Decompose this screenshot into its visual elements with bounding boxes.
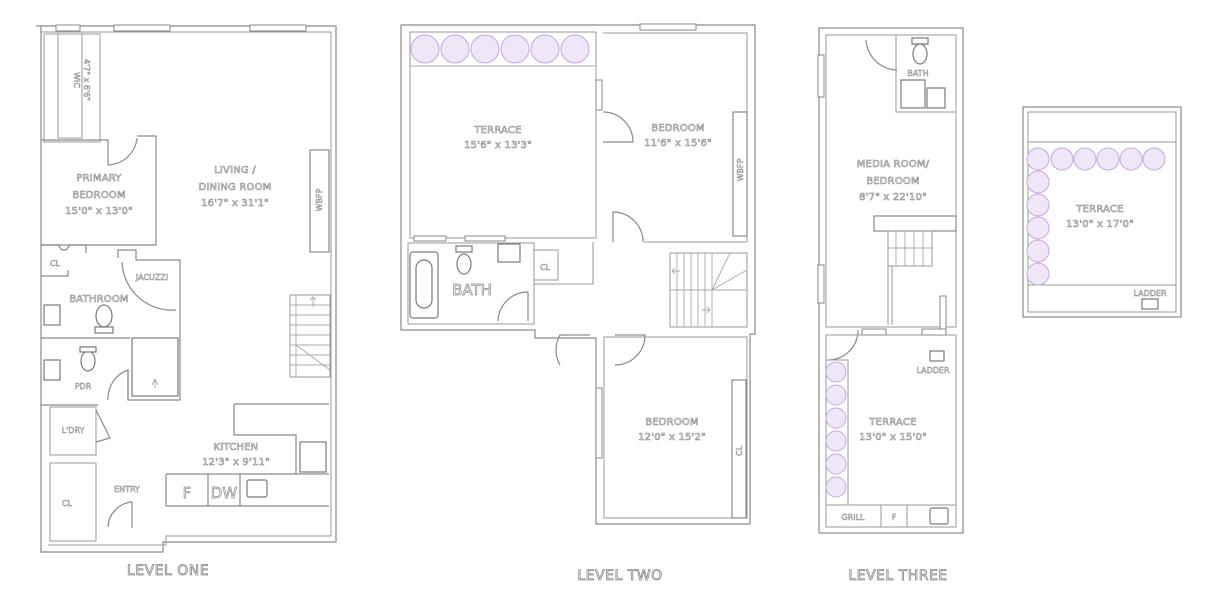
living-label-1: LIVING / bbox=[214, 165, 256, 176]
wbfp-l2-label: WBFP bbox=[736, 158, 745, 181]
grill-label: GRILL bbox=[841, 513, 865, 522]
bedroom-b-dims: 12'0" x 15'2" bbox=[638, 432, 706, 443]
level-two-plan: TERRACE 15'6" x 13'3" BEDROOM 11'6" x 15… bbox=[400, 23, 756, 584]
kitchen-label: KITCHEN bbox=[214, 442, 259, 453]
media-dims: 8'7" x 22'10" bbox=[859, 192, 927, 203]
wbfp-label: WBFP bbox=[315, 188, 324, 211]
closet-b-label: CL bbox=[735, 445, 744, 456]
terrace-l3-label: TERRACE bbox=[868, 417, 916, 428]
roof-terrace-dims: 13'0" x 17'0" bbox=[1066, 219, 1134, 230]
bath-l2-label: BATH bbox=[452, 281, 492, 299]
terrace-l2-dims: 15'6" x 13'3" bbox=[464, 140, 532, 151]
wic-dims: 4'7" x 6'6" bbox=[82, 59, 91, 101]
dishwasher-label: DW bbox=[211, 484, 238, 502]
primary-bedroom-label-2: BEDROOM bbox=[72, 190, 126, 201]
bedroom-b-label: BEDROOM bbox=[645, 417, 699, 428]
level-three-plan: BATH MEDIA ROOM/ BEDROOM 8'7" x 22'10" L… bbox=[817, 27, 964, 584]
pdr-label: PDR bbox=[75, 382, 92, 391]
living-dims: 16'7" x 31'1" bbox=[201, 198, 269, 209]
plant-column-level-three bbox=[825, 361, 847, 498]
cl-bedroom-label: CL bbox=[50, 259, 61, 268]
plant-l-shape-roof bbox=[1026, 147, 1166, 286]
wic-label: WIC bbox=[72, 72, 81, 88]
level-three-title: LEVEL THREE bbox=[848, 568, 947, 584]
terrace-l2-label: TERRACE bbox=[473, 125, 521, 136]
plant-row-level-two bbox=[410, 34, 590, 64]
living-label-2: DINING ROOM bbox=[198, 182, 271, 193]
bath-l3-label: BATH bbox=[907, 69, 928, 78]
level-one-title: LEVEL ONE bbox=[127, 563, 209, 579]
level-one-plan: WIC 4'7" x 6'6" PRIMARY BEDROOM 15'0" x … bbox=[36, 24, 337, 579]
ladder-l3-label: LADDER bbox=[916, 366, 949, 375]
kitchen-dims: 12'3" x 9'11" bbox=[202, 457, 270, 468]
media-label-2: BEDROOM bbox=[866, 176, 920, 187]
fridge-label: F bbox=[183, 484, 192, 502]
primary-bedroom-label-1: PRIMARY bbox=[76, 173, 122, 184]
cl-entry-label: CL bbox=[62, 499, 73, 508]
roof-ladder-label: LADDER bbox=[1133, 289, 1166, 298]
bedroom-a-label: BEDROOM bbox=[651, 123, 705, 134]
primary-bedroom-dims: 15'0" x 13'0" bbox=[65, 206, 133, 217]
bedroom-a-dims: 11'6" x 15'6" bbox=[644, 138, 712, 149]
bathroom-label: BATHROOM bbox=[69, 294, 128, 305]
cl-l2-label: CL bbox=[540, 263, 551, 272]
roof-plan: TERRACE 13'0" x 17'0" LADDER bbox=[1022, 106, 1182, 318]
roof-terrace-label: TERRACE bbox=[1075, 204, 1123, 215]
fridge-l3-label: F bbox=[892, 513, 897, 522]
laundry-label: L'DRY bbox=[62, 426, 85, 435]
level-two-title: LEVEL TWO bbox=[577, 568, 662, 584]
media-label-1: MEDIA ROOM/ bbox=[857, 159, 930, 170]
jacuzzi-label: JACUZZI bbox=[135, 273, 168, 282]
entry-label: ENTRY bbox=[114, 485, 140, 494]
terrace-l3-dims: 13'0" x 15'0" bbox=[859, 432, 927, 443]
